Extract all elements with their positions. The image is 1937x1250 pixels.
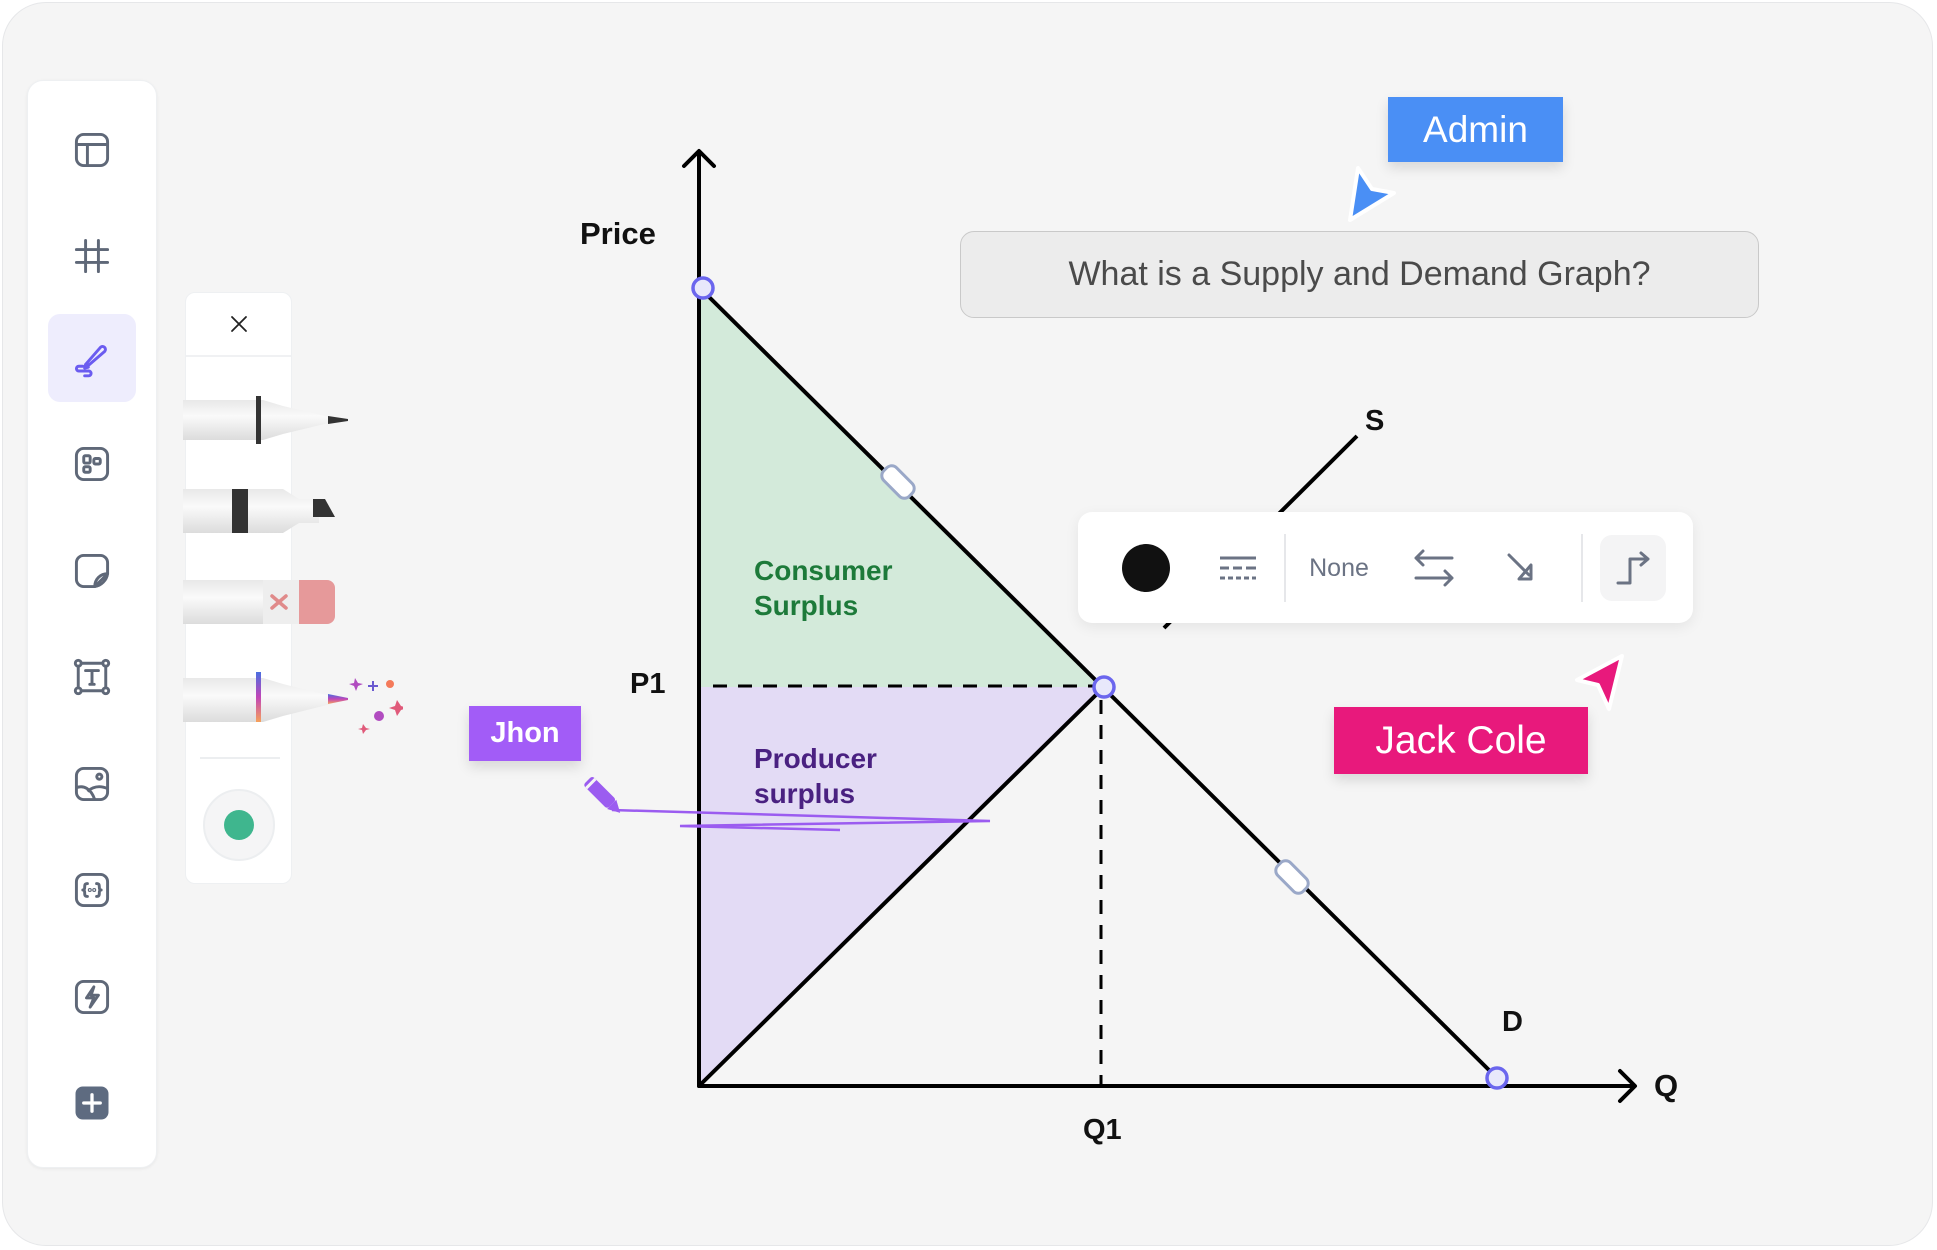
line-style-icon (1220, 556, 1256, 580)
arrow-end-button[interactable] (1482, 535, 1562, 601)
q1-label: Q1 (1083, 1114, 1122, 1146)
lightning-icon (74, 979, 110, 1015)
admin-cursor-icon (1348, 166, 1396, 222)
demand-end-handle[interactable] (1485, 1066, 1509, 1090)
producer-surplus-line-1: Producer (754, 743, 877, 774)
components-icon (74, 446, 110, 482)
sidebar-item-text[interactable] (48, 633, 136, 721)
eraser-tool[interactable] (183, 578, 353, 626)
sidebar-item-draw[interactable] (48, 314, 136, 402)
line-format-toolbar: None (1078, 512, 1693, 623)
swap-arrows-icon (1414, 549, 1454, 587)
admin-name-tag: Admin (1388, 97, 1563, 162)
pen-panel-divider (200, 757, 280, 759)
add-icon (75, 1086, 109, 1120)
line-color-button[interactable] (1104, 535, 1188, 601)
layout-icon (74, 132, 110, 168)
demand-label: D (1502, 1006, 1523, 1038)
jack-cole-name-tag: Jack Cole (1334, 707, 1588, 774)
color-picker-button[interactable] (203, 789, 275, 861)
fine-pen-tool[interactable] (183, 396, 353, 446)
jack-cole-cursor-icon (1575, 654, 1624, 711)
sidebar-item-image[interactable] (48, 740, 136, 828)
line-color-swatch (1122, 544, 1170, 592)
p1-label: P1 (630, 668, 666, 700)
grid-icon (74, 238, 110, 274)
elbow-connector-icon (1616, 551, 1650, 585)
producer-surplus-line-2: surplus (754, 778, 856, 809)
consumer-surplus-line-1: Consumer (754, 555, 893, 586)
demand-midpoint-handle-2[interactable] (1273, 858, 1311, 896)
sidebar-item-actions[interactable] (48, 953, 136, 1041)
sidebar-item-layout[interactable] (48, 106, 136, 194)
code-icon (74, 872, 110, 908)
jhon-drawing-stroke (611, 808, 991, 832)
chart-title-textbox[interactable]: What is a Supply and Demand Graph? (960, 231, 1759, 318)
connector-type-button[interactable] (1600, 535, 1666, 601)
swap-arrows-button[interactable] (1394, 535, 1474, 601)
demand-midpoint-handle[interactable] (879, 463, 917, 501)
text-box-icon (73, 658, 111, 696)
supply-label: S (1365, 405, 1385, 437)
jhon-name-tag: Jhon (469, 706, 581, 761)
sidebar-item-grid[interactable] (48, 212, 136, 300)
x-axis (697, 1069, 1637, 1103)
equilibrium-handle[interactable] (1092, 675, 1116, 699)
y-axis (682, 149, 716, 1088)
marker-tool[interactable] (183, 485, 353, 537)
toolbar-divider-2 (1581, 534, 1583, 602)
close-icon (230, 316, 247, 332)
producer-surplus-label: Producer surplus (754, 741, 877, 811)
draw-icon (74, 345, 107, 378)
sidebar-item-code[interactable] (48, 846, 136, 934)
y-axis-label: Price (580, 216, 656, 251)
magic-pen-tool[interactable] (183, 670, 403, 750)
sidebar-item-add[interactable] (48, 1059, 136, 1147)
image-icon (74, 766, 110, 802)
line-style-button[interactable] (1196, 535, 1280, 601)
x-axis-label: Q (1654, 1068, 1679, 1103)
demand-start-handle[interactable] (691, 276, 715, 300)
sidebar-item-sticky-note[interactable] (48, 527, 136, 615)
close-pen-panel-button[interactable] (186, 293, 291, 357)
consumer-surplus-label: Consumer Surplus (754, 553, 892, 623)
sticky-note-icon (74, 553, 110, 589)
sidebar-item-components[interactable] (48, 420, 136, 508)
toolbar-divider (1284, 534, 1286, 602)
arrow-end-icon (1507, 553, 1533, 581)
consumer-surplus-line-2: Surplus (754, 590, 859, 621)
selected-color-swatch (224, 810, 254, 840)
jhon-pencil-cursor (584, 777, 621, 813)
left-toolbar (27, 80, 157, 1168)
arrow-start-select[interactable]: None (1309, 553, 1369, 582)
